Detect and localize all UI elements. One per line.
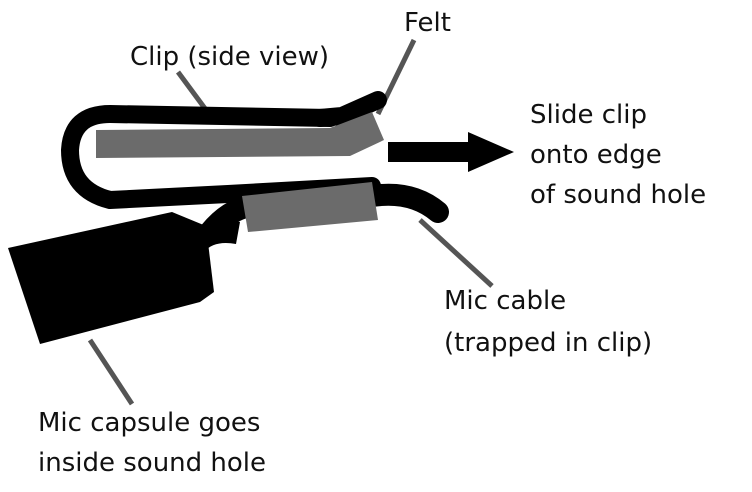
clip-label: Clip (side view) <box>130 42 330 72</box>
clip-tip <box>311 91 387 127</box>
slide-label-line-2: onto edge <box>530 140 662 170</box>
cable-leader-line <box>418 218 494 288</box>
felt-label: Felt <box>404 8 451 38</box>
clip-body <box>61 105 381 209</box>
cable-felt-sleeve <box>242 182 378 232</box>
slide-label-line-1: Slide clip <box>530 100 647 130</box>
slide-arrow <box>388 132 514 172</box>
slide-label-line-3: of sound hole <box>530 180 707 210</box>
mic-capsule <box>8 212 214 344</box>
felt-pad <box>96 112 384 158</box>
cable-label-line-2: (trapped in clip) <box>444 328 653 358</box>
cable-label-line-1: Mic cable <box>444 286 567 316</box>
capsule-label-line-2: inside sound hole <box>38 448 267 478</box>
mic-capsule-neck <box>196 220 240 252</box>
capsule-leader-line <box>87 338 135 406</box>
capsule-label-line-1: Mic capsule goes <box>38 408 261 438</box>
